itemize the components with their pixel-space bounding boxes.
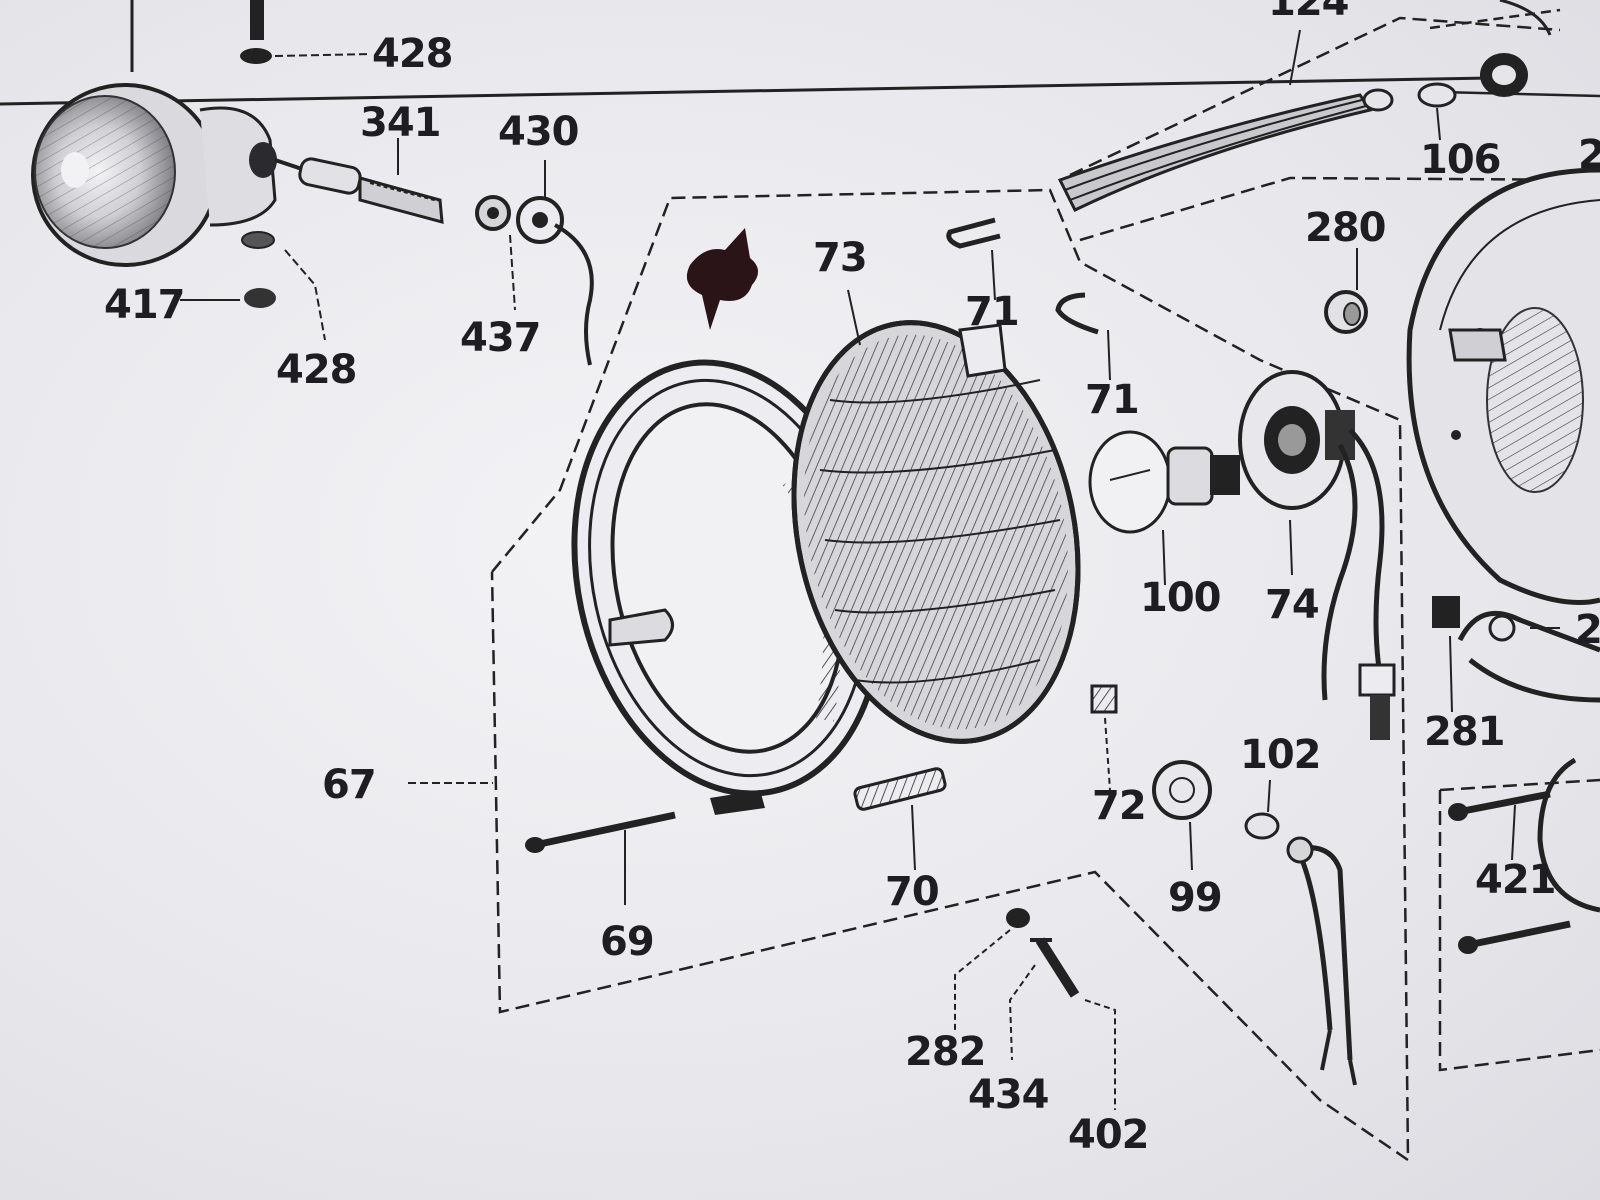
ink-blot bbox=[686, 228, 759, 330]
frame-line-right bbox=[1429, 8, 1561, 30]
group-outline-headlamp bbox=[490, 188, 1410, 1163]
callout-124: 124 bbox=[1268, 0, 1349, 25]
callout-281: 281 bbox=[1424, 709, 1505, 755]
lead-102 bbox=[1244, 779, 1357, 1086]
nut-428-top bbox=[240, 48, 272, 64]
connector-281 bbox=[1432, 596, 1600, 713]
frame-line-right-2 bbox=[1439, 90, 1600, 98]
group-outline-right-2 bbox=[1438, 790, 1600, 1072]
callout-430: 430 bbox=[498, 109, 579, 155]
callout-434: 434 bbox=[968, 1072, 1049, 1118]
callout-71-lower: 71 bbox=[1085, 377, 1140, 423]
light-unit bbox=[791, 320, 1081, 744]
callout-67: 67 bbox=[322, 762, 377, 808]
bulb-341 bbox=[274, 157, 444, 225]
group-outline-wiring bbox=[1069, 16, 1561, 177]
bulb-holder-74 bbox=[1238, 370, 1396, 740]
bolts-421 bbox=[1448, 757, 1600, 954]
bush-280 bbox=[1324, 248, 1368, 334]
callout-421: 421 bbox=[1475, 857, 1556, 903]
clip-71-b bbox=[1055, 292, 1099, 335]
group-outline-right bbox=[1439, 778, 1600, 792]
group-outline-wiring-2 bbox=[1079, 176, 1600, 242]
callout-106: 106 bbox=[1420, 137, 1501, 183]
wiring-harness bbox=[1057, 0, 1552, 212]
callout-2-right: 2 bbox=[1575, 607, 1600, 653]
nut-417 bbox=[244, 288, 276, 308]
callout-341: 341 bbox=[360, 100, 441, 146]
indicator-lamp-assembly bbox=[31, 0, 594, 366]
callout-69: 69 bbox=[600, 919, 655, 965]
callout-428-bottom: 428 bbox=[276, 347, 357, 393]
callout-71-upper: 71 bbox=[965, 289, 1020, 335]
wire-430 bbox=[554, 223, 594, 366]
callout-282: 282 bbox=[905, 1029, 986, 1075]
callout-70: 70 bbox=[885, 869, 940, 915]
spring-70 bbox=[853, 767, 947, 871]
callout-73: 73 bbox=[813, 235, 868, 281]
pin-69 bbox=[525, 811, 676, 905]
callout-102: 102 bbox=[1240, 732, 1321, 778]
callout-99: 99 bbox=[1168, 875, 1223, 921]
callout-428-top: 428 bbox=[372, 31, 453, 77]
callout-280: 280 bbox=[1305, 205, 1386, 251]
callout-437: 437 bbox=[460, 315, 541, 361]
fasteners-bottom bbox=[954, 908, 1116, 1110]
connector-106 bbox=[1417, 82, 1457, 108]
frame-line bbox=[0, 76, 1491, 106]
callout-2-upper: 2 bbox=[1578, 132, 1600, 178]
callout-417: 417 bbox=[104, 282, 185, 328]
clip-71-a bbox=[946, 217, 1001, 249]
grommet-99 bbox=[1152, 760, 1212, 871]
callout-100: 100 bbox=[1140, 575, 1221, 621]
callout-72: 72 bbox=[1092, 783, 1147, 829]
callout-74: 74 bbox=[1265, 582, 1320, 628]
washer-428 bbox=[241, 231, 275, 249]
headlamp-shell-right bbox=[1406, 167, 1600, 605]
screw-top bbox=[250, 0, 264, 40]
callout-402: 402 bbox=[1068, 1112, 1149, 1158]
bulb-100 bbox=[1088, 430, 1240, 586]
screw-72 bbox=[1090, 684, 1118, 791]
